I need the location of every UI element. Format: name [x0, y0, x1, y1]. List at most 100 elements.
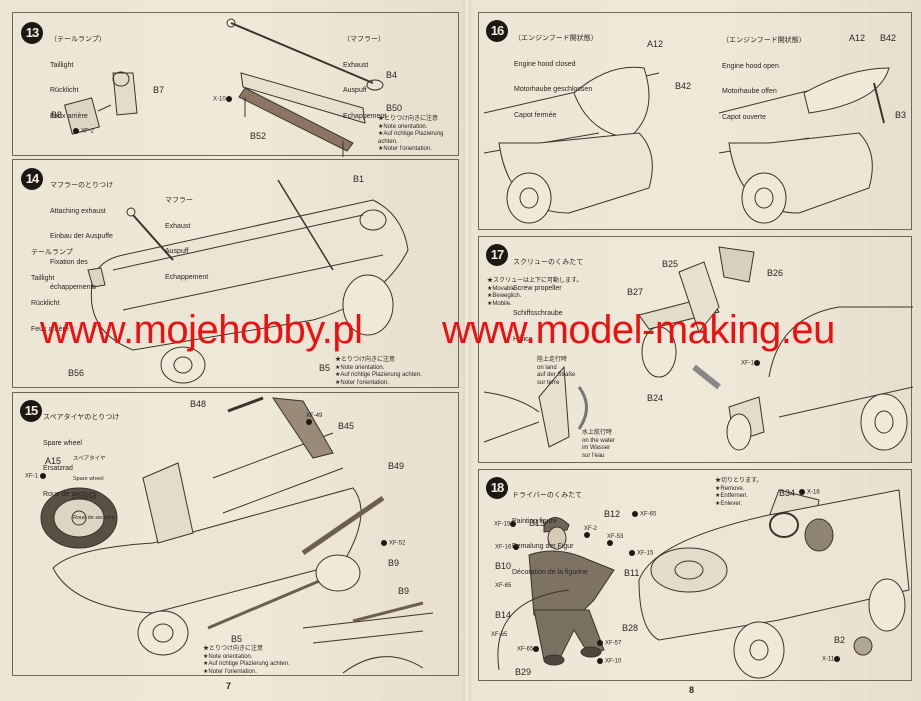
caption-fr: Fixation des: [50, 258, 88, 266]
paint-xf65b: XF-65: [495, 583, 511, 589]
figure-vehicle-drawing: [497, 489, 910, 679]
caption-en: Attaching exhaust: [50, 207, 106, 215]
paint-code: XF-49: [306, 413, 323, 419]
page-fold: [463, 0, 471, 701]
step-number: 18: [486, 477, 508, 499]
part-label: B52: [250, 131, 267, 141]
step-15-panel: 15 スペアタイヤのとりつけ Spare wheel Ersatzrad Rou…: [12, 392, 459, 676]
note-line: ★Enlever.: [715, 500, 743, 507]
note-line: ★Auf richtige Plazierung achten.: [203, 661, 290, 667]
paint-dot-icon: [306, 419, 312, 425]
note-line: ★Note orientation.: [378, 123, 428, 130]
note-line: ★スクリューは上下に可動します。: [487, 278, 583, 284]
step-14-panel: 14 マフラーのとりつけ Attaching exhaust Einbau de…: [12, 159, 459, 388]
caption-jp: （テールランプ）: [50, 36, 106, 43]
paint-xf2: XF-2: [73, 128, 94, 135]
watermark: www.model-making.eu: [442, 308, 835, 352]
caption-en: Spare wheel: [73, 475, 104, 482]
caption-jp: スクリューのくみたて: [513, 259, 584, 266]
paint-dot-icon: [834, 656, 841, 662]
caption-en: Exhaust: [165, 222, 191, 230]
caption-de: Schiffsschraube: [513, 310, 563, 317]
remove-note: ★切りとります。 ★Remove. ★Entfernen. ★Enlever.: [715, 478, 762, 508]
part-label: B28: [622, 623, 639, 633]
part-label: B3: [895, 110, 907, 120]
caption-de: Motorhaube offen: [722, 88, 777, 95]
part-label: B10: [495, 561, 512, 571]
paint-xf10: XF-10: [597, 658, 621, 665]
paint-code: X-10: [213, 96, 226, 103]
vehicle-drawing: [40, 396, 434, 674]
step-16-panel: 16 （エンジンフード開状態） Engine hood closed Motor…: [478, 12, 912, 230]
note-line: ★Mobile.: [487, 300, 512, 307]
paint-code: XF-57: [605, 640, 622, 647]
note-line: ★Remove.: [715, 485, 745, 492]
paint-xf57: XF-57: [597, 640, 621, 647]
paint-xf15: XF-15: [494, 521, 518, 528]
note-line: ★Movable.: [487, 285, 517, 292]
page-number: 8: [689, 685, 695, 695]
caption-en: Taillight: [31, 274, 55, 282]
part-label: B7: [153, 85, 165, 95]
part-label: A15: [45, 456, 62, 466]
step-18-panel: 18 ドライバーのくみたて Painting figure Bemalung d…: [478, 469, 912, 681]
part-label: B4: [386, 70, 398, 80]
caption-fr: Capot fermée: [514, 111, 557, 119]
paint-xf65c: XF-65: [491, 632, 507, 638]
paint-code: X-11: [822, 656, 835, 663]
caption-jp: （マフラー）: [343, 36, 385, 43]
orientation-note: ★とりつけ向きに注意 ★Note orientation. ★Auf richt…: [378, 116, 443, 154]
paint-code: XF-15: [494, 521, 511, 528]
paint-code: XF-16: [495, 544, 512, 551]
caption-de: Auspuff: [343, 87, 367, 94]
caption-jp: （エンジンフード開状態）: [514, 35, 598, 42]
paint-xf1: XF-1: [25, 473, 48, 480]
caption-de: Auspuff: [165, 248, 189, 255]
hood-closed-caption: （エンジンフード開状態） Engine hood closed Motorhau…: [514, 18, 598, 137]
caption-jp: ドライバーのくみたて: [512, 492, 583, 499]
paint-code: XF-2: [584, 526, 598, 532]
paint-code: XF-65: [491, 632, 508, 638]
paint-code: XF-53: [607, 534, 624, 540]
paint-xf49: XF-49: [306, 413, 322, 426]
step-number: 17: [486, 244, 508, 266]
caption-fr: Décoration de la figurine: [512, 568, 588, 576]
paint-x10: X-10: [213, 96, 234, 103]
part-label: B42: [880, 33, 897, 43]
caption-de: Ersatzrad: [73, 495, 97, 501]
part-label: B12: [604, 509, 621, 519]
part-label: B1: [353, 174, 365, 184]
paint-dot-icon: [597, 658, 603, 664]
note-line: ★とりつけ向きに注意: [203, 646, 264, 652]
paint-dot-icon: [584, 532, 590, 538]
note-line: achten.: [378, 138, 398, 145]
paint-dot-icon: [381, 540, 387, 546]
part-label: B9: [388, 558, 400, 568]
part-label: B14: [495, 610, 512, 620]
caption-en: Spare wheel: [43, 439, 82, 447]
note-line: ★Note orientation.: [203, 653, 253, 660]
part-label: B11: [624, 568, 640, 578]
caption-en: Screw propeller: [513, 284, 562, 292]
part-label: B29: [515, 667, 532, 677]
caption-de: Bemalung der Figur: [512, 543, 574, 550]
note-line: ★Beweglich.: [487, 293, 522, 299]
step-number: 15: [20, 400, 42, 422]
paint-code: XF-1: [741, 360, 755, 367]
step-caption: ドライバーのくみたて Painting figure Bemalung der …: [512, 475, 588, 594]
on-land-caption: 陸上走行時 on land auf der Straße sur terre: [537, 357, 575, 387]
caption-jp: スペアタイヤのとりつけ: [43, 414, 120, 421]
part-label: B24: [647, 393, 664, 403]
step-number: 14: [21, 168, 43, 190]
part-label: A12: [647, 39, 664, 49]
paint-dot-icon: [39, 473, 46, 479]
part-label: B48: [190, 399, 207, 409]
note-line: on land: [537, 364, 557, 371]
paint-code: XF-1: [25, 473, 39, 480]
caption-en: Engine hood open: [722, 62, 779, 70]
step-number: 13: [21, 22, 43, 44]
paint-dot-icon: [510, 521, 517, 527]
step-13-panel: 13 （テールランプ） Taillight Rücklicht Feux arr…: [12, 12, 459, 157]
caption-fr: Roue de secours: [73, 514, 115, 521]
orientation-note: ★とりつけ向きに注意 ★Note orientation. ★Auf richt…: [203, 646, 290, 676]
